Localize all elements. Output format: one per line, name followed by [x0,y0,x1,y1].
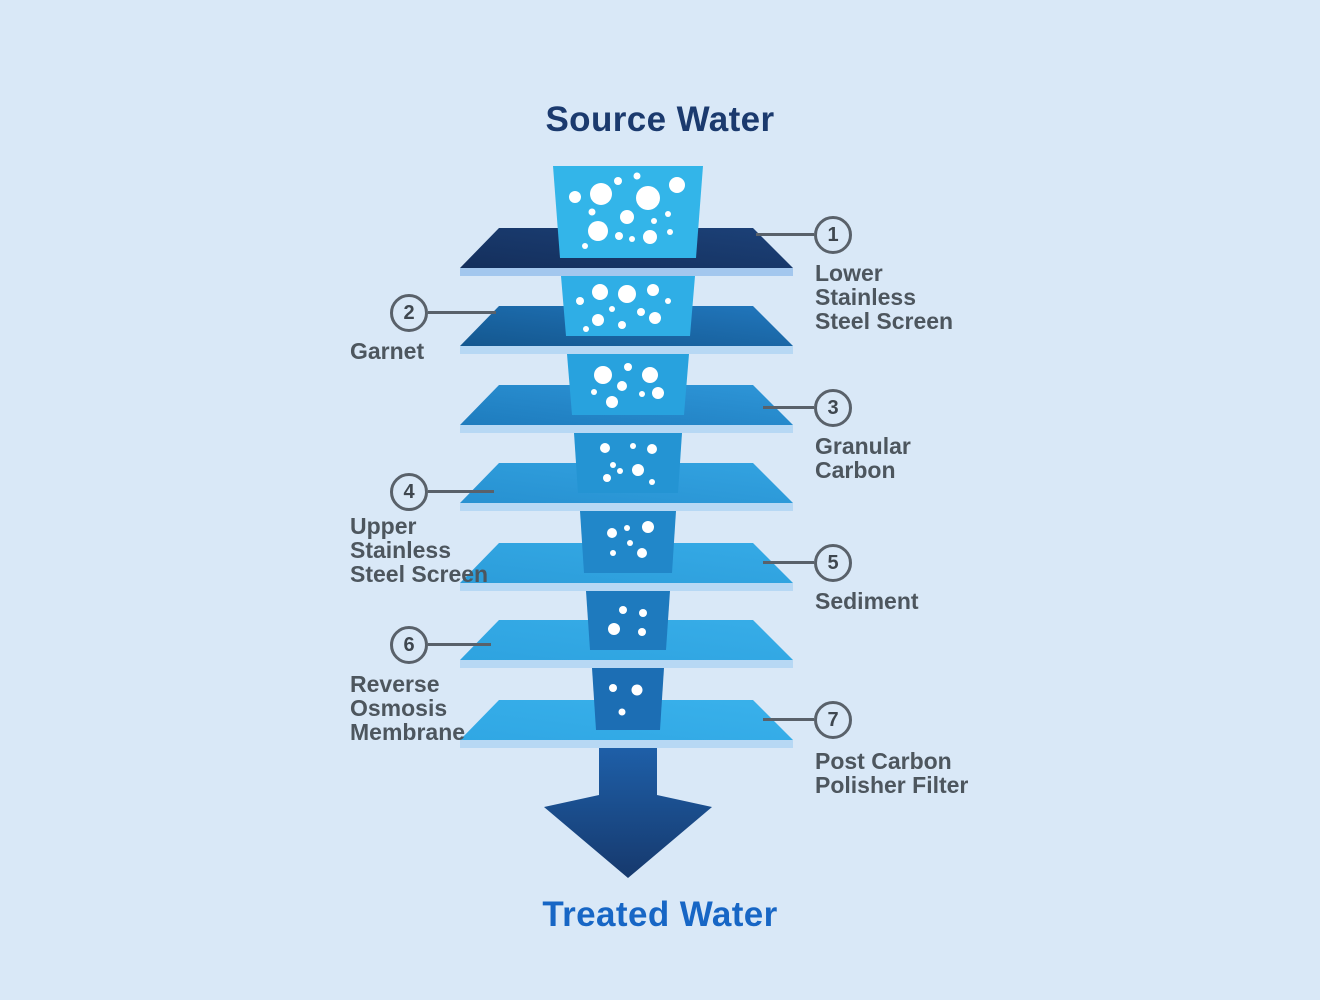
step-label-6: Reverse Osmosis Membrane [350,671,466,745]
step-circle-3: 3 [814,389,852,427]
water-column-segment-4 [574,433,682,493]
source-water-title: Source Water [545,100,775,139]
step-number-4: 4 [403,480,415,503]
step-circle-5: 5 [814,544,852,582]
callout-line-5 [763,561,814,564]
callout-line-4 [428,490,494,493]
step-label-3: Granular Carbon [815,433,911,483]
step-number-6: 6 [403,633,415,656]
water-column-segment-7 [592,668,664,730]
water-column-segment-1 [553,166,703,258]
step-circle-7: 7 [814,701,852,739]
water-column-segment-5 [580,511,676,573]
callout-line-2 [428,311,496,314]
step-label-4: Upper Stainless Steel Screen [350,513,489,587]
down-arrow-icon [544,748,712,878]
water-column-segment-2 [561,276,695,336]
step-circle-4: 4 [390,473,428,511]
step-label-5: Sediment [815,588,919,614]
step-circle-2: 2 [390,294,428,332]
treated-water-title: Treated Water [542,895,778,934]
step-circle-1: 1 [814,216,852,254]
callout-line-6 [428,643,491,646]
step-number-5: 5 [827,551,839,574]
callout-line-3 [763,406,814,409]
step-label-7: Post Carbon Polisher Filter [815,748,969,798]
step-number-2: 2 [403,301,415,324]
water-column-segment-6 [586,591,670,650]
step-number-1: 1 [827,223,839,246]
water-column-segment-3 [567,354,689,415]
callout-line-7 [763,718,814,721]
callout-line-1 [756,233,814,236]
step-label-2: Garnet [350,338,425,364]
step-label-1: Lower Stainless Steel Screen [815,260,954,334]
step-number-3: 3 [827,396,839,419]
step-number-7: 7 [827,708,839,731]
step-circle-6: 6 [390,626,428,664]
